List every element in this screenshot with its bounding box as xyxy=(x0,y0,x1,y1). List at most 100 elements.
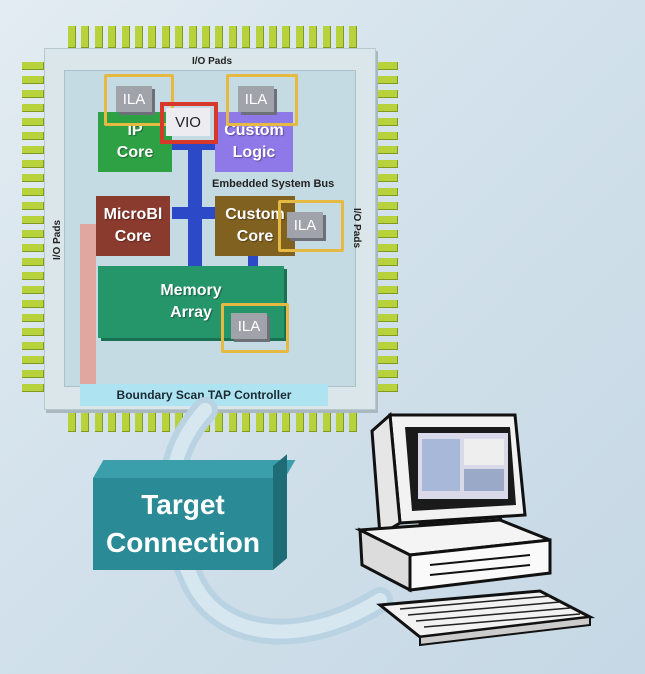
chip-pin-right xyxy=(374,272,398,280)
chip-pin-left xyxy=(22,174,44,182)
vio-frame xyxy=(160,102,218,144)
chip-pin-right xyxy=(374,314,398,322)
chip-pin-left xyxy=(22,314,44,322)
chip-pin-bottom xyxy=(242,408,251,432)
target-label-2: Connection xyxy=(106,527,260,558)
chip-pin-top xyxy=(255,26,264,48)
chip-pin-bottom xyxy=(282,408,291,432)
chip-pin-right xyxy=(374,188,398,196)
keyboard-icon xyxy=(376,589,596,647)
chip-pin-left xyxy=(22,342,44,350)
chip-pin-bottom xyxy=(309,408,318,432)
chip-pin-right xyxy=(374,90,398,98)
io-pads-top-label: I/O Pads xyxy=(192,56,233,67)
chip-pin-left xyxy=(22,258,44,266)
chip-pin-bottom xyxy=(295,408,304,432)
chip-pin-right xyxy=(374,356,398,364)
chip-pin-right xyxy=(374,202,398,210)
ila-probe-2: ILA xyxy=(238,86,274,112)
chip-pin-right xyxy=(374,370,398,378)
tap-controller: Boundary Scan TAP Controller xyxy=(80,384,328,406)
chip-pin-left xyxy=(22,230,44,238)
custom-logic-label-2: Logic xyxy=(232,144,276,161)
target-connection-box: Target Connection xyxy=(93,454,296,572)
chip-pin-left xyxy=(22,76,44,84)
chip-pin-bottom xyxy=(148,408,157,432)
system-unit-icon xyxy=(354,518,552,593)
target-box-front: Target Connection xyxy=(93,478,273,570)
chip-pin-top xyxy=(269,26,277,48)
chip-pin-top xyxy=(349,26,358,48)
ila-frame-2 xyxy=(226,74,298,126)
chip-pin-top xyxy=(282,26,291,48)
chip-pin-right xyxy=(374,216,398,224)
ila-frame-4 xyxy=(221,303,289,353)
microbl-core-block: MicroBl Core xyxy=(96,196,170,256)
chip-pin-top xyxy=(228,26,237,48)
target-box-side xyxy=(273,454,287,570)
chip-pin-left xyxy=(22,272,44,280)
chip-pin-left xyxy=(22,90,44,98)
chip-pin-top xyxy=(309,26,318,48)
chip-pin-top xyxy=(148,26,157,48)
chip-pin-bottom xyxy=(175,408,184,432)
chip-pin-right xyxy=(374,174,398,182)
chip-pin-right xyxy=(374,258,398,266)
chip-pin-top xyxy=(202,26,210,48)
chip-pin-right xyxy=(374,342,398,350)
custom-core-label-1: Custom xyxy=(225,206,285,223)
chip-pin-bottom xyxy=(81,408,90,432)
chip-pin-left xyxy=(22,118,44,126)
system-bus-vertical xyxy=(188,140,202,272)
chip-pin-bottom xyxy=(322,408,331,432)
chip-pin-top xyxy=(336,26,344,48)
target-box-top xyxy=(93,460,296,478)
microbl-core-label-2: Core xyxy=(114,228,152,245)
ila-probe-1: ILA xyxy=(116,86,152,112)
chip-pin-right xyxy=(374,300,398,308)
chip-pin-right xyxy=(374,76,398,84)
chip-pin-right xyxy=(374,104,398,112)
system-bus-top xyxy=(168,140,218,150)
chip-pin-bottom xyxy=(68,408,76,432)
chip-pin-left xyxy=(22,202,44,210)
ila-probe-3: ILA xyxy=(287,212,323,238)
chip-pin-top xyxy=(161,26,170,48)
chip-pin-right xyxy=(374,286,398,294)
chip-pin-right xyxy=(374,62,398,70)
chip-pin-top xyxy=(188,26,197,48)
monitor-icon xyxy=(370,411,527,539)
chip-pin-left xyxy=(22,188,44,196)
custom-core-block: Custom Core xyxy=(215,196,295,256)
chip-pin-left xyxy=(22,244,44,252)
chip-pin-top xyxy=(121,26,130,48)
custom-core-label-2: Core xyxy=(236,228,274,245)
memory-array-label-1: Memory xyxy=(160,282,222,299)
chip-pin-top xyxy=(68,26,76,48)
chip-pin-right xyxy=(374,118,398,126)
chip-pin-right xyxy=(374,160,398,168)
ila-probe-4: ILA xyxy=(231,313,267,339)
chip-pin-top xyxy=(295,26,304,48)
jtag-line xyxy=(80,224,96,384)
ip-core-block: IP Core xyxy=(98,112,172,172)
chip-pin-left xyxy=(22,356,44,364)
system-bus-branch-left xyxy=(172,207,220,219)
ila-label-2: ILA xyxy=(244,90,268,108)
ila-label-1: ILA xyxy=(122,90,146,108)
microbl-core-label-1: MicroBl xyxy=(103,206,163,223)
ila-frame-3 xyxy=(278,200,344,252)
chip-pin-top xyxy=(175,26,184,48)
chip-pin-bottom xyxy=(94,408,103,432)
chip-pin-bottom xyxy=(108,408,117,432)
ila-label-3: ILA xyxy=(293,216,317,234)
chip-pin-right xyxy=(374,146,398,154)
chip-pin-right xyxy=(374,244,398,252)
chip-pin-bottom xyxy=(255,408,264,432)
vio-probe: VIO xyxy=(166,108,210,136)
chip-pin-left xyxy=(22,132,44,140)
tap-controller-label: Boundary Scan TAP Controller xyxy=(116,388,292,402)
chip-pin-left xyxy=(22,286,44,294)
chip-pin-left xyxy=(22,104,44,112)
chip-pin-top xyxy=(242,26,251,48)
